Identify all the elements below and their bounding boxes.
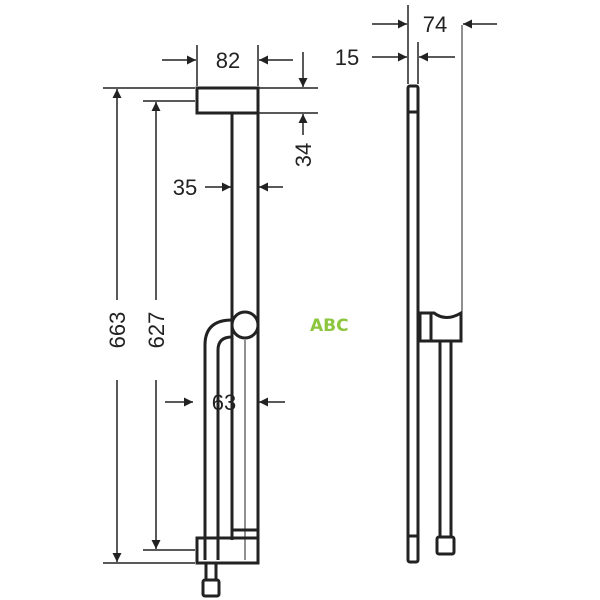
- top-mount-block: [195, 86, 260, 115]
- dim-35-label: 35: [173, 175, 197, 200]
- front-view: [195, 86, 260, 598]
- side-rail: [406, 84, 420, 564]
- side-dimensions: [372, 5, 497, 84]
- dim-663-label: 663: [105, 312, 130, 349]
- bottom-mount-block: [195, 536, 260, 565]
- side-view: [406, 25, 463, 564]
- hand-shower-holder: [230, 310, 260, 340]
- watermark-text: ABC: [310, 316, 349, 336]
- front-dimensions: [103, 45, 318, 564]
- hose-connector: [201, 578, 221, 598]
- side-holder: [418, 310, 463, 343]
- front-dimension-labels: 82 34 35 663 627 63: [105, 48, 316, 415]
- dim-15-label: 15: [335, 45, 359, 70]
- hose-inner: [216, 335, 233, 560]
- dim-34-label: 34: [291, 143, 316, 167]
- dim-74-label: 74: [423, 12, 447, 37]
- hose-outer: [203, 318, 233, 560]
- side-hose-connector: [435, 535, 456, 556]
- side-dimension-labels: 74 15: [335, 12, 447, 70]
- dim-627-label: 627: [144, 312, 169, 349]
- dim-82-label: 82: [216, 48, 240, 73]
- dim-63-label: 63: [212, 390, 236, 415]
